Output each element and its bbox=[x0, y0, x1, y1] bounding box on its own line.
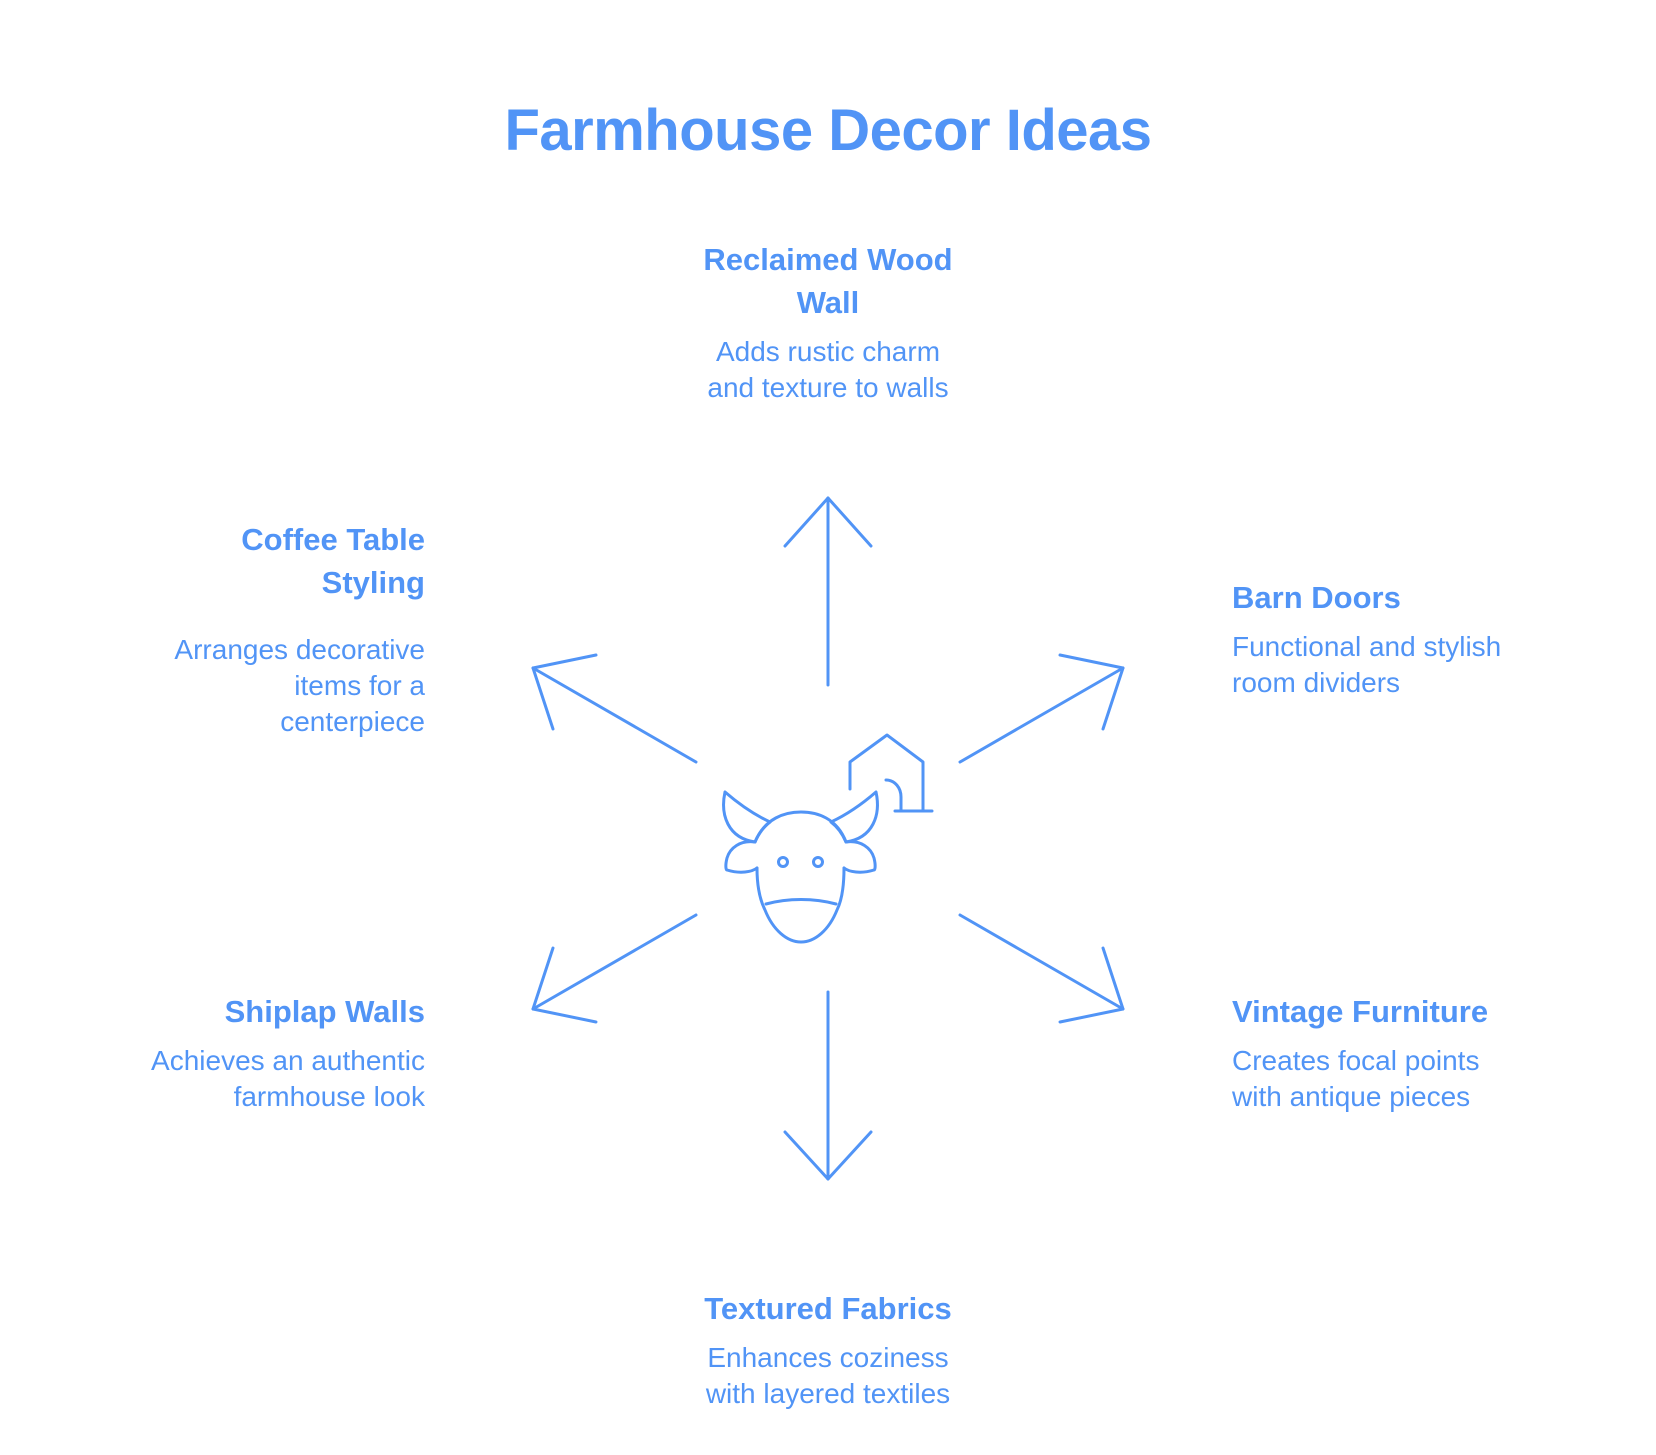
item-description-line: Functional and stylish bbox=[1232, 631, 1502, 662]
cow-head-icon bbox=[722, 790, 879, 944]
item-description-line: centerpiece bbox=[280, 706, 425, 737]
item-description-line: Creates focal points bbox=[1232, 1045, 1480, 1076]
item-reclaimed-wood-wall: Reclaimed Wood Wall Adds rustic charm an… bbox=[628, 238, 1028, 406]
item-description: Arranges decorative items for a centerpi… bbox=[25, 632, 425, 740]
barn-icon bbox=[848, 733, 934, 813]
item-description: Enhances coziness with layered textiles bbox=[628, 1340, 1028, 1412]
item-description-line: and texture to walls bbox=[707, 372, 949, 403]
item-title: Vintage Furniture bbox=[1232, 994, 1489, 1029]
item-description: Functional and stylish room dividers bbox=[1232, 629, 1632, 701]
item-description-line: with antique pieces bbox=[1232, 1081, 1471, 1112]
item-title: Reclaimed Wood Wall bbox=[628, 238, 1028, 324]
item-description-line: items for a bbox=[294, 670, 425, 701]
arrow-upper-left-icon bbox=[531, 653, 698, 764]
page-title: Farmhouse Decor Ideas bbox=[504, 98, 1152, 163]
item-description-line: Arranges decorative bbox=[174, 634, 425, 665]
item-description-line: Adds rustic charm bbox=[715, 336, 941, 367]
item-description: Adds rustic charm and texture to walls bbox=[628, 334, 1028, 406]
item-description: Achieves an authentic farmhouse look bbox=[25, 1043, 425, 1115]
arrow-upper-right-icon bbox=[958, 653, 1125, 764]
arrow-up-icon bbox=[783, 496, 873, 687]
item-vintage-furniture: Vintage Furniture Creates focal points w… bbox=[1232, 990, 1632, 1115]
item-title: Barn Doors bbox=[1232, 580, 1401, 615]
item-description-line: with layered textiles bbox=[705, 1378, 951, 1409]
arrow-lower-right-icon bbox=[958, 913, 1125, 1024]
item-description-line: room dividers bbox=[1232, 667, 1401, 698]
item-description-line: Enhances coziness bbox=[707, 1342, 949, 1373]
item-description-line: Achieves an authentic bbox=[151, 1045, 425, 1076]
item-title-line: Wall bbox=[796, 285, 860, 320]
item-title-line: Reclaimed Wood bbox=[703, 242, 953, 277]
item-title-line: Styling bbox=[321, 565, 425, 600]
item-title: Shiplap Walls bbox=[224, 994, 425, 1029]
arrow-lower-left-icon bbox=[531, 913, 698, 1024]
item-description: Creates focal points with antique pieces bbox=[1232, 1043, 1632, 1115]
item-title-line: Coffee Table bbox=[241, 522, 425, 557]
item-description-line: farmhouse look bbox=[233, 1081, 425, 1112]
arrow-down-icon bbox=[783, 990, 873, 1181]
item-title: Coffee Table Styling bbox=[25, 518, 425, 604]
item-coffee-table-styling: Coffee Table Styling Arranges decorative… bbox=[25, 518, 425, 740]
item-barn-doors: Barn Doors Functional and stylish room d… bbox=[1232, 576, 1632, 701]
item-textured-fabrics: Textured Fabrics Enhances coziness with … bbox=[628, 1287, 1028, 1412]
item-shiplap-walls: Shiplap Walls Achieves an authentic farm… bbox=[25, 990, 425, 1115]
item-title: Textured Fabrics bbox=[704, 1291, 952, 1326]
